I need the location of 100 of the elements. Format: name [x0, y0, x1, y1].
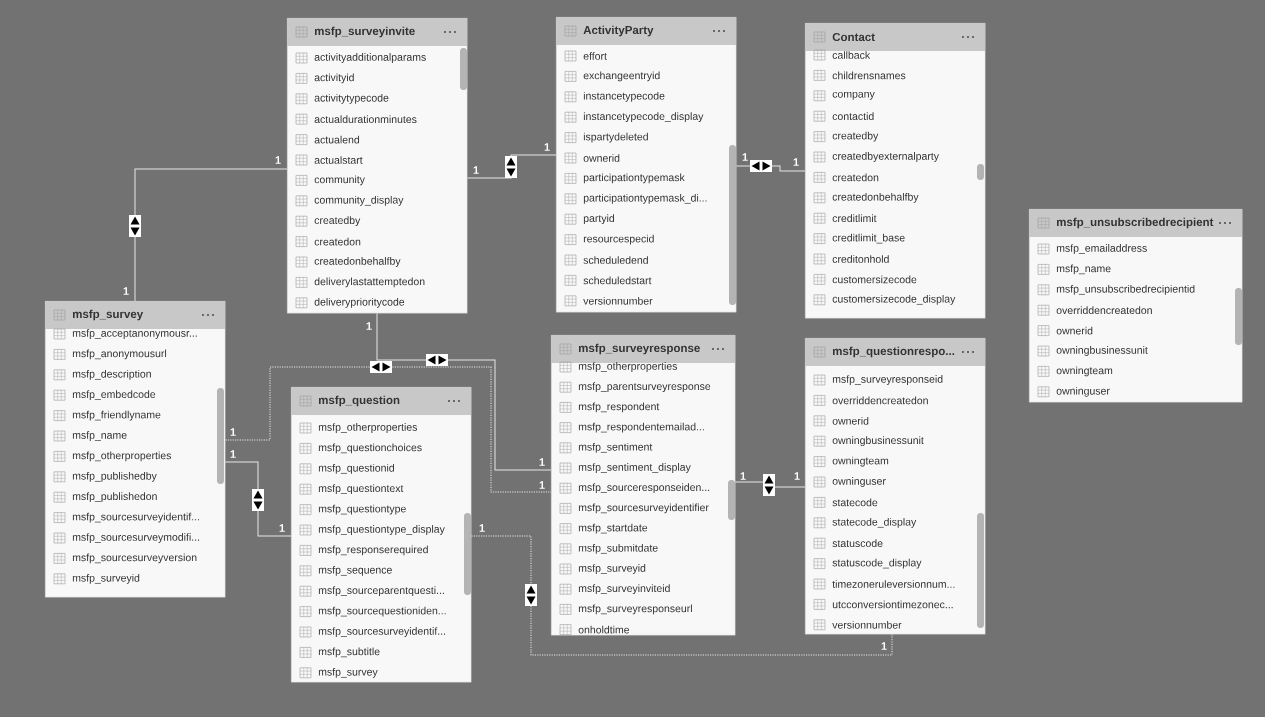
column-name: scheduledstart — [583, 276, 652, 285]
column-name: timezoneruleversionnum... — [832, 580, 955, 588]
column-name: exchangeentryid — [583, 71, 660, 82]
column-name: childrensnames — [832, 71, 906, 80]
relationship-line — [224, 461, 292, 537]
column-name: msfp_respondentemailad... — [578, 422, 704, 433]
column-name: msfp_submitdate — [578, 543, 658, 554]
column-name: versionnumber — [583, 296, 653, 305]
column-name: msfp_surveyid — [578, 564, 646, 574]
column-name: msfp_questionchoices — [318, 443, 422, 454]
column-name: msfp_publishedby — [72, 471, 157, 482]
column-name: msfp_sourcesurveyidentif... — [318, 627, 446, 637]
column-name: msfp_questiontype_display — [318, 525, 445, 535]
column-name: activityid — [314, 73, 354, 84]
relationship-line — [735, 160, 806, 172]
column-name: creditlimit_base — [832, 233, 905, 244]
column-name: msfp_otherproperties — [578, 362, 678, 372]
column-name: overriddencreatedon — [1056, 306, 1152, 315]
table-name: msfp_unsubscribedrecipient — [1056, 217, 1214, 229]
cardinality-label: 1 — [473, 166, 479, 174]
column-name: msfp_sourcesurveyidentifier — [578, 503, 709, 514]
column-name: msfp_publishedon — [72, 492, 157, 503]
column-name: msfp_parentsurveyresponse — [578, 382, 711, 393]
column-name: msfp_sentiment — [578, 442, 653, 453]
column-name: msfp_survey — [318, 667, 378, 678]
relationship-line — [466, 154, 557, 179]
column-name: effort — [583, 52, 607, 60]
column-name: msfp_unsubscribedrecipientid — [1056, 284, 1195, 295]
relationship-line — [470, 535, 893, 656]
column-name: msfp_otherproperties — [72, 451, 171, 462]
column-name: msfp_responserequired — [318, 545, 428, 556]
column-name: resourcespecid — [583, 234, 654, 245]
cardinality-label: 1 — [539, 481, 545, 489]
column-name: createdonbehalfby — [314, 257, 401, 267]
column-name: participationtypemask_di... — [583, 193, 707, 204]
column-name: msfp_sourcesurveymodifi... — [72, 533, 200, 543]
column-name: ownerid — [832, 416, 869, 425]
column-name: msfp_sourceparentquesti... — [318, 586, 444, 597]
column-name: owningbusinessunit — [1056, 346, 1148, 356]
column-name: owningteam — [1056, 366, 1113, 377]
column-name: msfp_surveyresponseurl — [578, 604, 692, 615]
column-name: msfp_subtitle — [318, 647, 380, 658]
cardinality-label: 1 — [275, 156, 281, 164]
column-name: owninguser — [1056, 386, 1110, 397]
column-name: msfp_questionid — [318, 463, 394, 474]
relationship-line — [376, 312, 552, 471]
column-name: scheduledend — [583, 256, 648, 264]
column-name: msfp_surveyid — [72, 573, 140, 584]
column-name: participationtypemask — [583, 173, 685, 184]
column-name: contactid — [832, 112, 874, 121]
cardinality-label: 1 — [794, 472, 800, 480]
column-name: msfp_sourcesurveyversion — [72, 553, 197, 564]
table-name: msfp_surveyresponse — [578, 343, 700, 355]
cardinality-label: 1 — [479, 524, 485, 532]
relationship-line — [129, 168, 288, 302]
column-name: customersizecode_display — [832, 294, 956, 305]
column-name: msfp_questiontext — [318, 484, 404, 495]
table-name: msfp_question — [318, 395, 400, 407]
column-name: statecode_display — [832, 517, 917, 528]
cardinality-label: 1 — [279, 524, 285, 532]
column-name: msfp_anonymousurl — [72, 349, 167, 360]
column-name: createdon — [832, 173, 879, 182]
cardinality-label: 1 — [793, 158, 799, 166]
column-name: ownerid — [583, 154, 620, 162]
column-name: customersizecode — [832, 275, 917, 284]
column-name: community — [314, 175, 365, 186]
column-name: callback — [832, 51, 871, 59]
column-name: msfp_sentiment_display — [578, 463, 691, 473]
column-name: msfp_friendlyname — [72, 410, 161, 421]
column-name: creditlimit — [832, 214, 877, 223]
column-name: msfp_acceptanonymousr... — [72, 329, 197, 339]
cardinality-label: 1 — [366, 322, 372, 330]
column-name: deliveryprioritycode — [314, 297, 405, 308]
column-name: statecode — [832, 498, 878, 507]
table-name: Contact — [832, 32, 875, 42]
column-name: owningbusinessunit — [832, 436, 924, 447]
column-name: msfp_sourcesurveyidentif... — [72, 512, 200, 523]
column-name: msfp_questiontype — [318, 504, 406, 515]
column-name: msfp_sourcequestioniden... — [318, 606, 446, 617]
column-name: activityadditionalparams — [314, 53, 426, 63]
column-name: activitytypecode — [314, 93, 389, 104]
column-name: owninguser — [832, 477, 886, 487]
column-name: onholdtime — [578, 625, 630, 634]
column-name: partyid — [583, 214, 615, 225]
cardinality-label: 1 — [740, 472, 746, 480]
column-name: statuscode — [832, 539, 883, 548]
column-name: msfp_surveyresponseid — [832, 375, 943, 385]
column-name: createdon — [314, 237, 361, 246]
column-name: createdonbehalfby — [832, 192, 919, 203]
column-name: createdbyexternalparty — [832, 152, 939, 162]
table-name: ActivityParty — [583, 25, 654, 37]
relationship-line — [224, 361, 552, 493]
column-name: instancetypecode — [583, 91, 665, 102]
column-name: ownerid — [1056, 326, 1093, 335]
column-name: ispartydeleted — [583, 132, 648, 143]
column-name: overriddencreatedon — [832, 396, 928, 405]
column-name: utcconversiontimezonec... — [832, 600, 953, 609]
column-name: createdby — [314, 216, 361, 227]
column-name: versionnumber — [832, 620, 902, 629]
column-name: company — [832, 91, 875, 100]
